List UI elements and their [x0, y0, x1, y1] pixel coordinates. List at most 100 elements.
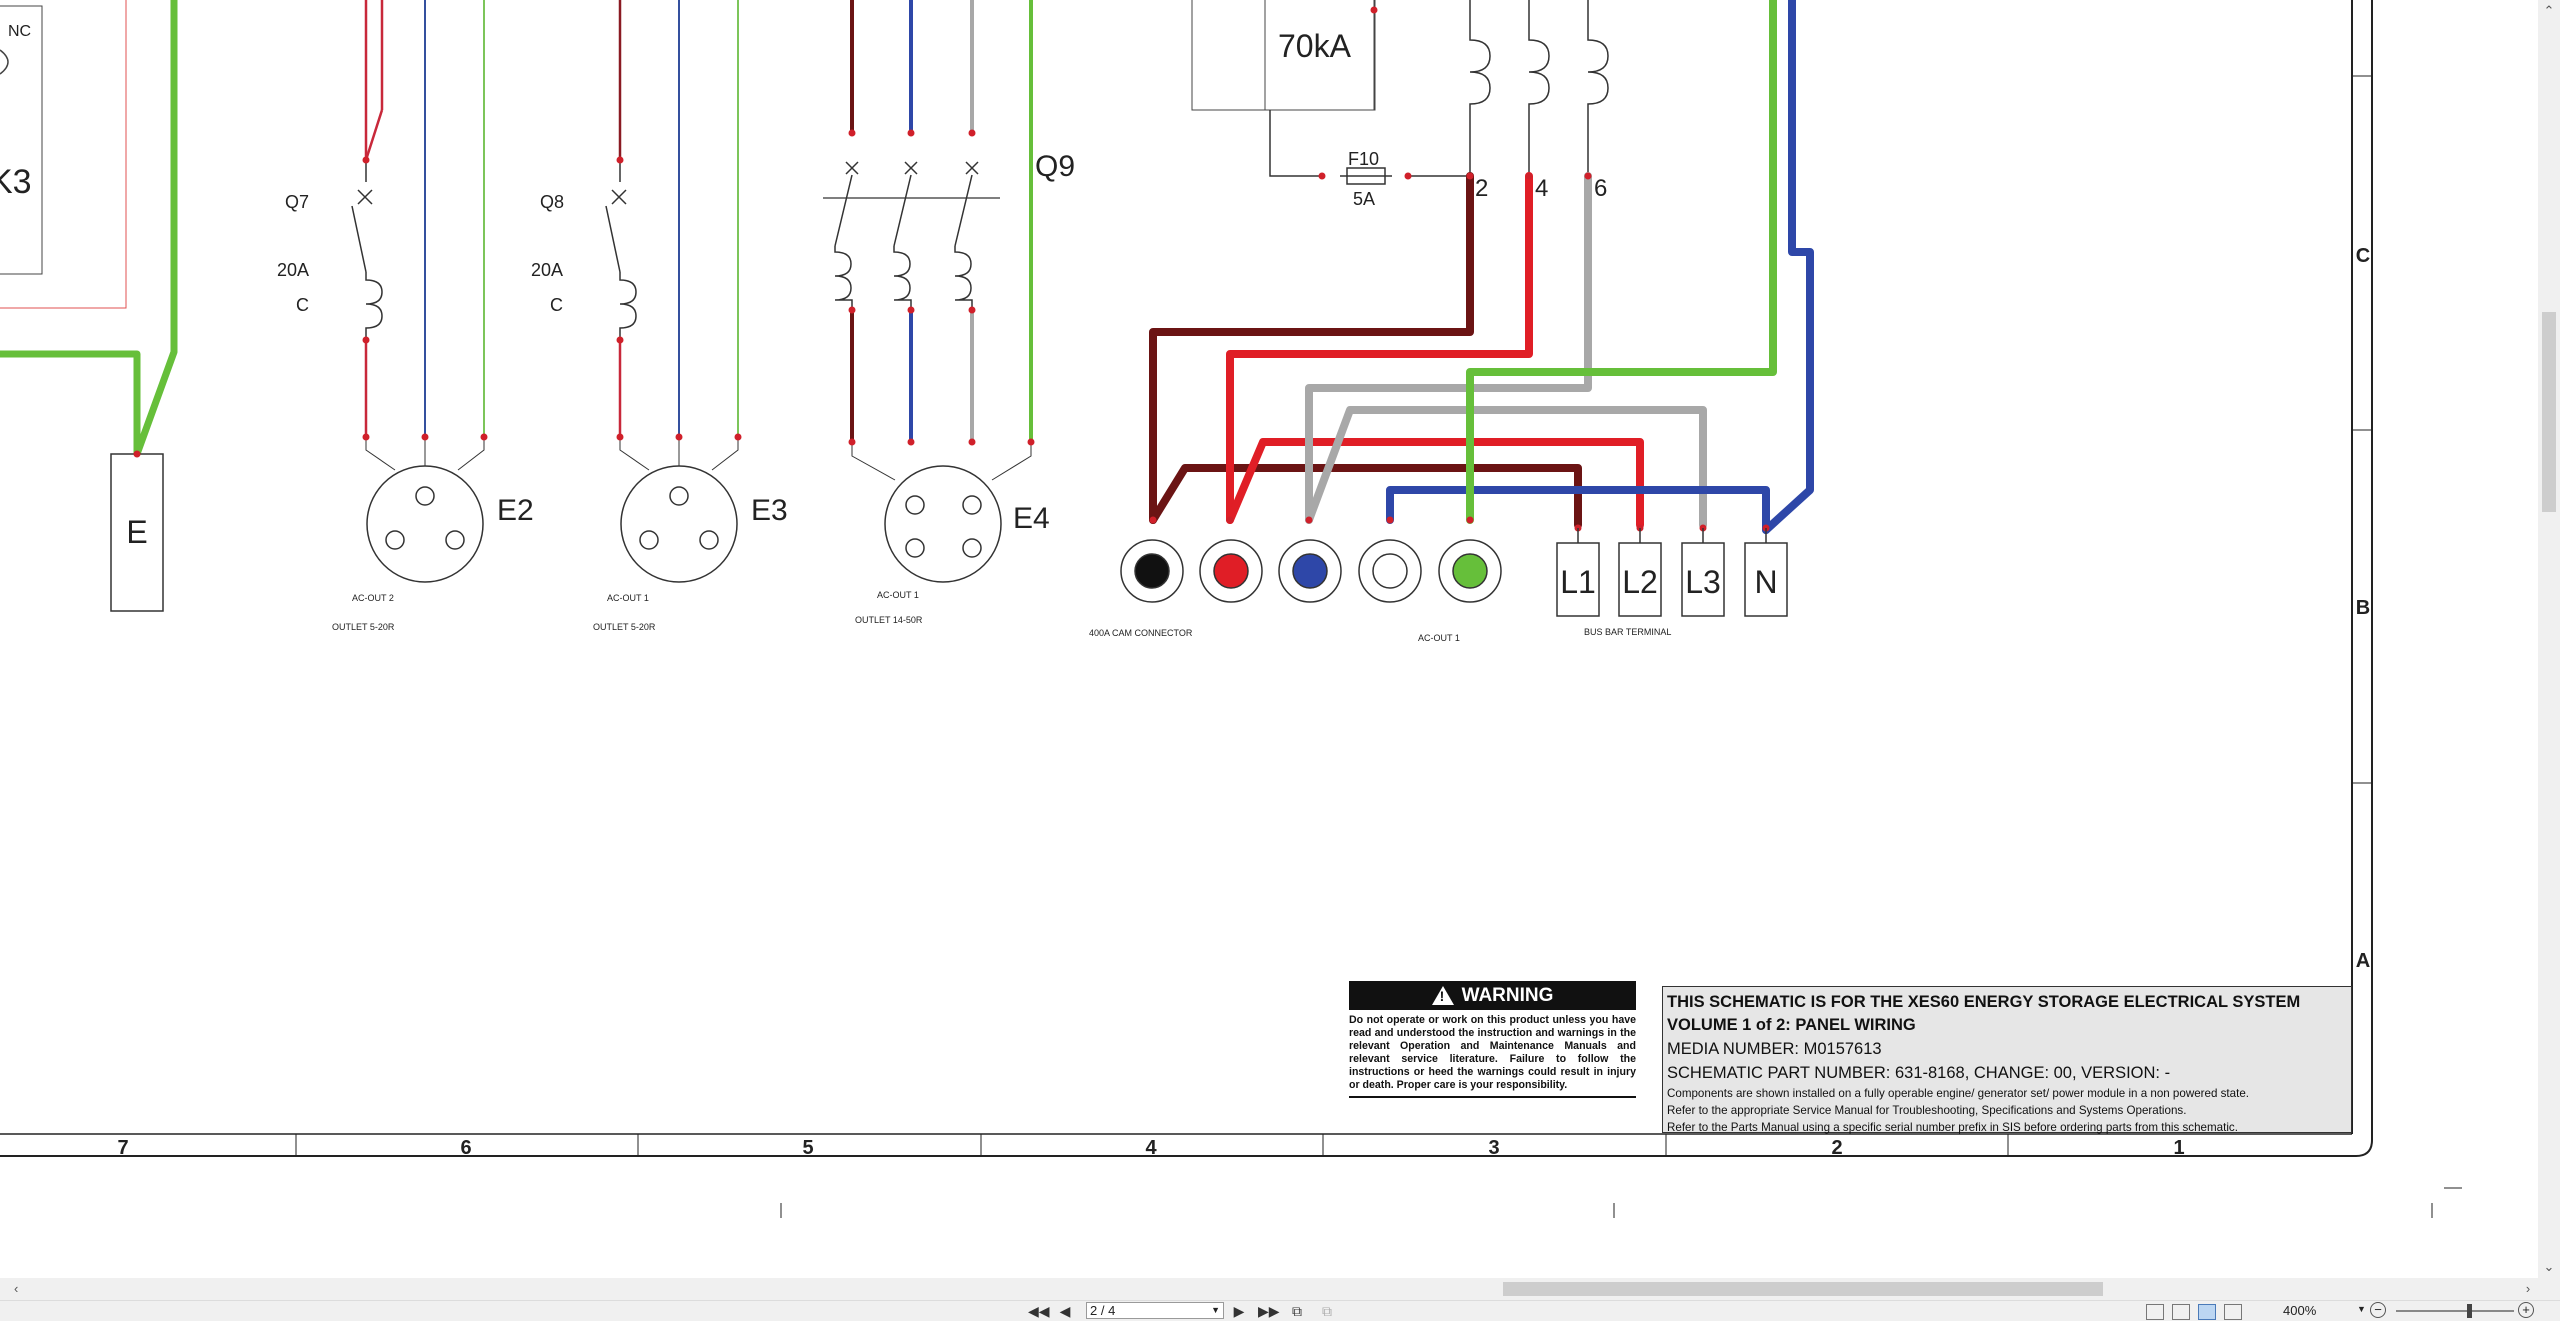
row-label: A	[2356, 950, 2370, 972]
e3-outlet	[620, 465, 738, 583]
q9-breaker	[823, 0, 1033, 481]
q8-label: Q8	[540, 192, 564, 212]
zoom-level[interactable]: 400%	[2283, 1303, 2317, 1318]
k3-relay	[0, 0, 127, 309]
drawing-frame	[0, 0, 2462, 1218]
f10-rating: 5A	[1353, 189, 1375, 209]
two-page-continuous-icon[interactable]	[2224, 1304, 2242, 1320]
status-bar: ◀◀ ◀ 2 / 4 ▼ ▶ ▶▶ ⧉ ⧉ 400% ▼ − +	[0, 1300, 2560, 1321]
q7-breaker	[351, 0, 485, 471]
q7-rating: 20A	[277, 260, 309, 280]
page-dropdown-icon[interactable]: ▼	[1211, 1305, 1220, 1315]
previous-page-icon[interactable]: ◀	[1059, 1303, 1071, 1319]
e3-out-label: AC-OUT 1	[607, 593, 649, 603]
k3-nc-label: NC	[8, 23, 31, 40]
f10-label: F10	[1348, 149, 1379, 169]
bus-n: N	[1754, 564, 1777, 600]
terminal-4: 4	[1535, 175, 1548, 202]
e2-type-label: OUTLET 5-20R	[332, 622, 395, 632]
document-viewport[interactable]: 7 6 5 4 3 2 1 C B A NC K3 E	[0, 0, 2538, 1278]
q9-label: Q9	[1035, 150, 1075, 183]
col-label: 7	[117, 1137, 128, 1159]
horizontal-scrollbar[interactable]: ‹ ›	[0, 1278, 2538, 1300]
single-page-continuous-icon[interactable]	[2172, 1304, 2190, 1320]
e4-outlet	[884, 465, 1002, 583]
previous-view-icon[interactable]: ⧉	[1292, 1303, 1302, 1319]
e2-outlet	[366, 465, 484, 583]
page-indicator: 2 / 4	[1090, 1303, 1116, 1318]
first-page-icon[interactable]: ◀◀	[1028, 1303, 1050, 1319]
e3-type-label: OUTLET 5-20R	[593, 622, 656, 632]
warning-body: Do not operate or work on this product u…	[1349, 1014, 1636, 1091]
e-label: E	[126, 514, 147, 550]
zoom-out-icon[interactable]: −	[2370, 1302, 2386, 1318]
warning-rule	[1349, 1096, 1636, 1098]
media-number: MEDIA NUMBER: M0157613	[1667, 1040, 1882, 1058]
q7-label: Q7	[285, 192, 309, 212]
bus-l2: L2	[1622, 564, 1658, 600]
last-page-icon[interactable]: ▶▶	[1258, 1303, 1280, 1319]
vertical-scrollbar[interactable]: ⌃ ⌄	[2538, 0, 2560, 1278]
next-view-icon[interactable]: ⧉	[1322, 1303, 1332, 1319]
zoom-slider-track[interactable]	[2396, 1310, 2514, 1312]
cam-connector-label: 400A CAM CONNECTOR	[1089, 628, 1193, 638]
scroll-left-icon[interactable]: ‹	[14, 1281, 19, 1296]
terminal-2: 2	[1475, 175, 1488, 202]
vertical-scroll-thumb[interactable]	[2542, 311, 2556, 512]
spd-rating: 70kA	[1278, 28, 1352, 64]
scroll-corner	[2538, 1278, 2560, 1300]
warning-title: WARNING	[1461, 984, 1554, 1006]
zoom-slider-thumb[interactable]	[2467, 1304, 2473, 1318]
page-number-field[interactable]: 2 / 4 ▼	[1086, 1302, 1224, 1319]
col-label: 3	[1488, 1137, 1499, 1159]
k3-label: K3	[0, 163, 32, 201]
e3-label: E3	[751, 494, 788, 527]
spd-inner	[1264, 0, 1376, 111]
single-page-view-icon[interactable]	[2146, 1304, 2164, 1320]
title-note-1: Components are shown installed on a full…	[1667, 1087, 2249, 1100]
e4-label: E4	[1013, 502, 1050, 535]
schematic-drawing: 7 6 5 4 3 2 1 C B A NC K3 E	[0, 0, 2462, 1218]
schematic-part-number: SCHEMATIC PART NUMBER: 631-8168, CHANGE:…	[1667, 1064, 2171, 1082]
title-line-1: THIS SCHEMATIC IS FOR THE XES60 ENERGY S…	[1667, 993, 2301, 1011]
ac-out1-label: AC-OUT 1	[1418, 633, 1460, 643]
q8-rating: 20A	[531, 260, 563, 280]
warning-header: WARNING	[1349, 981, 1636, 1010]
bus-l3: L3	[1685, 564, 1721, 600]
f10-fuse	[1269, 110, 1470, 185]
title-note-2: Refer to the appropriate Service Manual …	[1667, 1104, 2187, 1117]
col-label: 6	[460, 1137, 471, 1159]
row-label: B	[2356, 597, 2370, 619]
scroll-up-icon[interactable]: ⌃	[2543, 3, 2555, 18]
e4-type-label: OUTLET 14-50R	[855, 615, 923, 625]
scroll-down-icon[interactable]: ⌄	[2543, 1259, 2555, 1274]
col-label: 4	[1145, 1137, 1157, 1159]
zoom-dropdown-icon[interactable]: ▼	[2357, 1304, 2366, 1314]
col-label: 2	[1831, 1137, 1842, 1159]
col-label: 5	[802, 1137, 813, 1159]
ground-wire-e	[0, 0, 178, 456]
contactor-coils	[1469, 0, 1609, 176]
bus-l1: L1	[1560, 564, 1596, 600]
col-label: 1	[2173, 1137, 2184, 1159]
title-block: THIS SCHEMATIC IS FOR THE XES60 ENERGY S…	[1662, 986, 2352, 1134]
q8-breaker	[605, 0, 739, 471]
zoom-in-icon[interactable]: +	[2518, 1302, 2534, 1318]
horizontal-scroll-thumb[interactable]	[1502, 1282, 2103, 1296]
warning-block: WARNING Do not operate or work on this p…	[1349, 981, 1636, 1098]
bus-bar-label: BUS BAR TERMINAL	[1584, 627, 1671, 637]
next-page-icon[interactable]: ▶	[1233, 1303, 1245, 1319]
grid-labels: 7 6 5 4 3 2 1 C B A	[117, 245, 2370, 1159]
terminal-6: 6	[1594, 175, 1607, 202]
power-wiring	[1149, 0, 1814, 534]
warning-triangle-icon	[1431, 986, 1454, 1005]
cam-connectors	[1120, 539, 1502, 603]
e4-out-label: AC-OUT 1	[877, 590, 919, 600]
q8-curve: C	[550, 295, 563, 315]
q7-curve: C	[296, 295, 309, 315]
scroll-right-icon[interactable]: ›	[2525, 1281, 2531, 1296]
two-page-view-icon[interactable]	[2198, 1304, 2216, 1320]
bus-bar-terminals	[1556, 542, 1788, 617]
title-note-3: Refer to the Parts Manual using a specif…	[1667, 1121, 2238, 1134]
e2-label: E2	[497, 494, 534, 527]
